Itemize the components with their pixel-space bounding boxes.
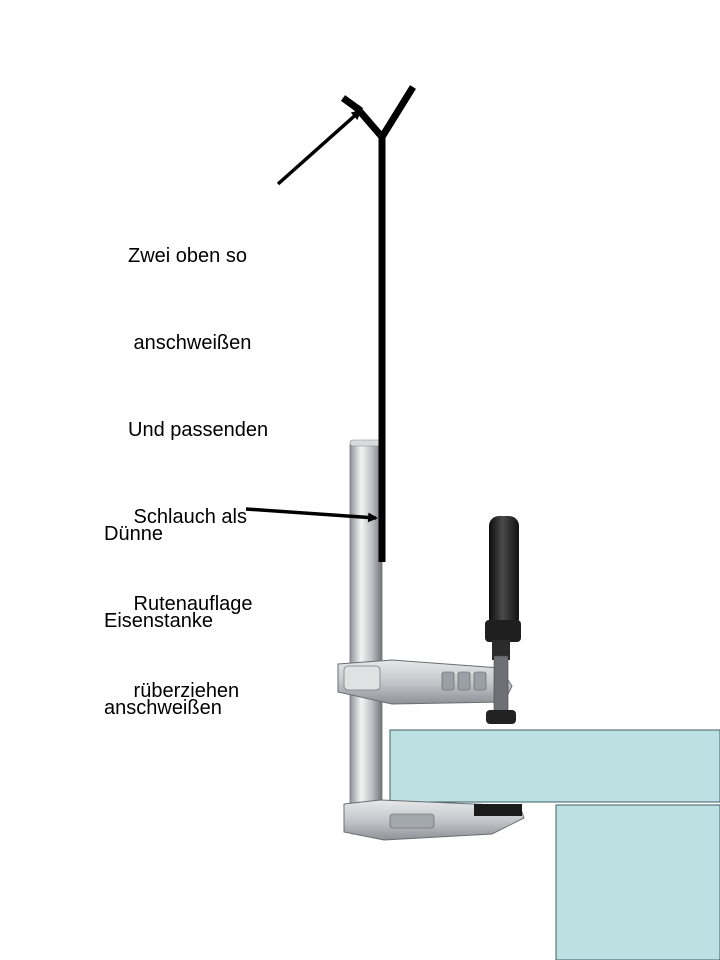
- arrow-to-rod: [245, 507, 378, 523]
- annotation-line: Rutenauflage: [128, 593, 253, 615]
- annotation-line: Zwei oben so: [128, 245, 247, 267]
- annotation-line: Eisenstanke: [104, 610, 213, 632]
- table-leg-block: [555, 804, 720, 960]
- annotation-line: Schlauch als: [128, 506, 247, 528]
- annotation-line: rüberziehen: [128, 680, 240, 702]
- clamp-bar: [349, 441, 383, 835]
- clamp-upper-arm: [337, 659, 513, 705]
- annotation-line: Und passenden: [128, 419, 269, 441]
- arrow-to-fork: [276, 109, 362, 186]
- clamp-handle: [485, 516, 521, 724]
- rod-rest-fork-icon: [340, 85, 416, 140]
- annotation-line: anschweißen: [128, 332, 252, 354]
- annotation-line: Dünne: [104, 523, 163, 545]
- annotation-top: Zwei oben so anschweißen Und passenden S…: [128, 184, 268, 735]
- annotation-line: anschweißen: [104, 697, 222, 719]
- annotation-bottom: Dünne Eisenstanke anschweißen: [104, 462, 222, 752]
- table-top-board: [389, 729, 720, 803]
- clamp-lower-arm: [343, 799, 525, 841]
- clamp-bar-cap: [349, 439, 383, 447]
